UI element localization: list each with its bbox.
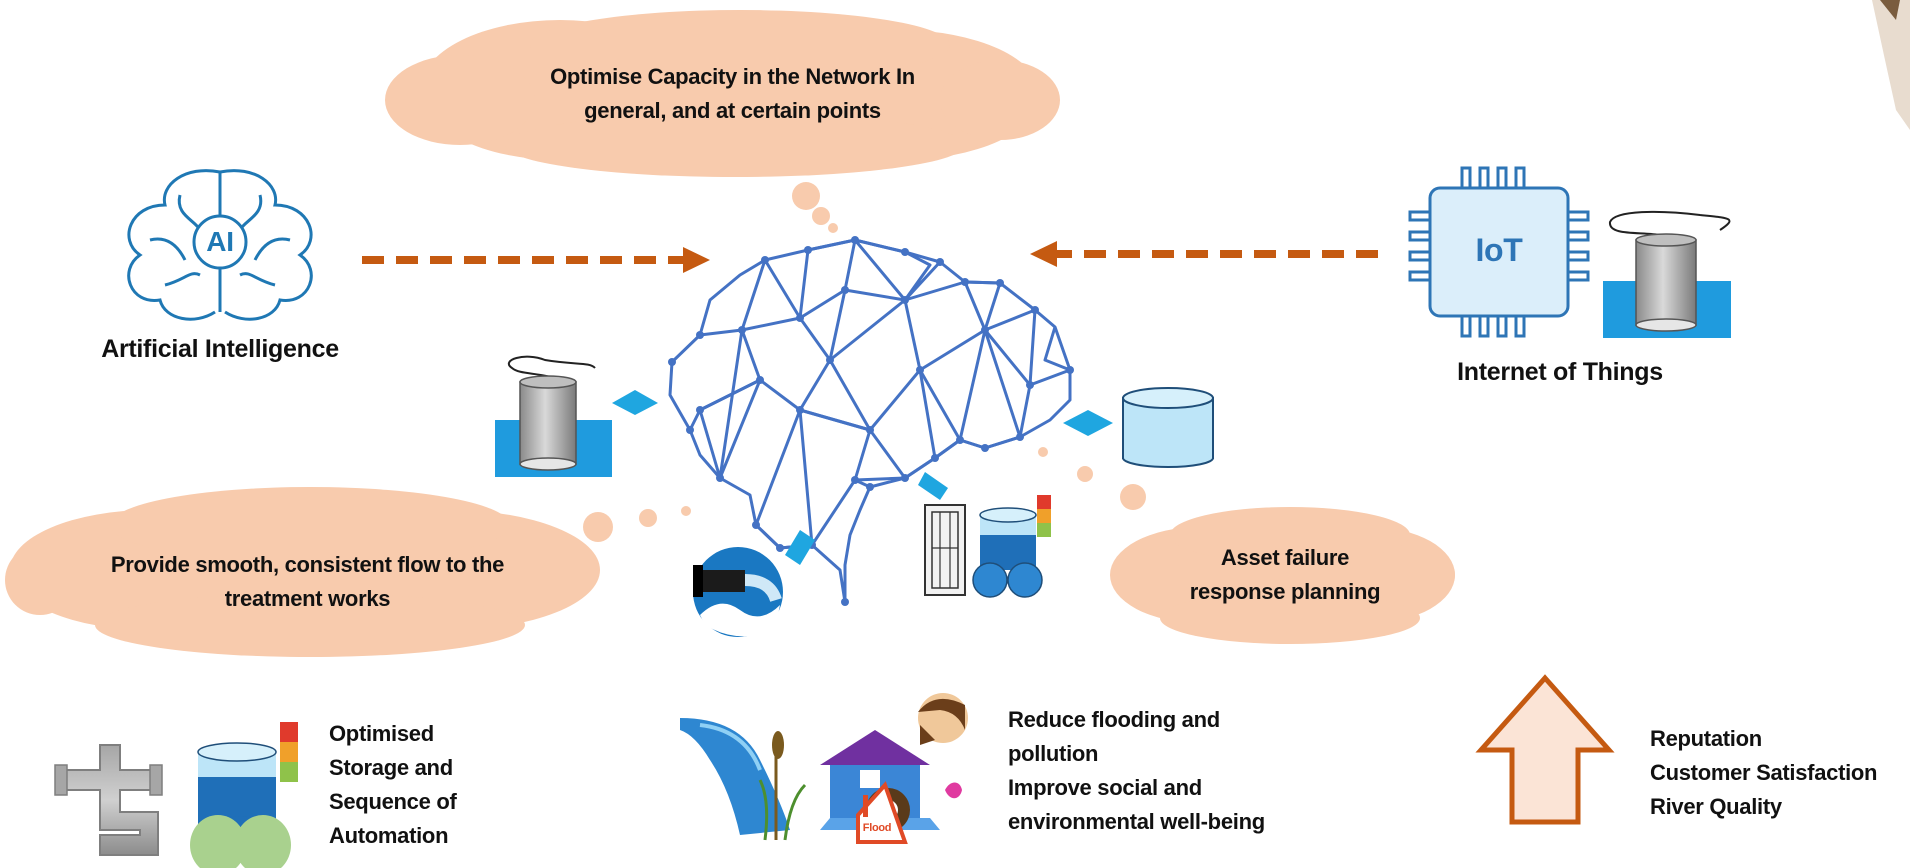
storage-line-1: Optimised — [329, 721, 434, 746]
storage-tank-level-icon — [190, 722, 298, 868]
arrow-iot-to-brain — [1030, 241, 1378, 267]
ai-brain-icon — [127, 169, 313, 321]
cloud-right — [1038, 447, 1455, 644]
iot-chip-text: IoT — [1475, 232, 1523, 268]
arrow-ai-to-brain — [362, 247, 710, 273]
iot-chip-icon — [1408, 166, 1590, 338]
reputation-line-1: Reputation — [1650, 726, 1762, 751]
cloud-top-line-2: general, and at certain points — [584, 98, 881, 123]
flood-scene-icon — [680, 693, 968, 844]
gate-tank-icon — [924, 495, 1051, 598]
flood-sign-text: Flood — [862, 822, 892, 834]
connector-diamonds — [612, 390, 1113, 565]
cloud-top — [385, 10, 1060, 233]
pipes-icon — [54, 744, 163, 856]
outfall-icon — [693, 547, 783, 637]
network-nodes — [668, 236, 1074, 606]
cloud-left-text: Provide smooth, consistent flow to the t… — [40, 548, 575, 616]
cloud-left — [5, 487, 691, 657]
flooding-line-2: pollution — [1008, 741, 1099, 766]
ai-label: Artificial Intelligence — [101, 335, 339, 363]
cloud-left-line-2: treatment works — [224, 586, 391, 611]
cloud-left-line-1: Provide smooth, consistent flow to the — [110, 552, 505, 577]
sensor-right-icon — [1603, 210, 1731, 338]
storage-line-4: Automation — [329, 823, 449, 848]
up-arrow-icon — [1475, 674, 1615, 825]
cloud-right-line-2: response planning — [1189, 579, 1381, 604]
cloud-right-line-1: Asset failure — [1220, 545, 1350, 570]
ai-icon-text: AI — [206, 226, 234, 257]
flooding-text: Reduce flooding and pollution Improve so… — [1008, 703, 1328, 839]
cloud-top-text: Optimise Capacity in the Network In gene… — [470, 60, 995, 128]
reputation-line-3: River Quality — [1650, 794, 1782, 819]
flooding-line-4: environmental well-being — [1008, 809, 1265, 834]
storage-text: Optimised Storage and Sequence of Automa… — [329, 717, 489, 853]
flooding-line-1: Reduce flooding and — [1008, 707, 1220, 732]
reputation-text: Reputation Customer Satisfaction River Q… — [1650, 722, 1900, 824]
reputation-line-2: Customer Satisfaction — [1650, 760, 1878, 785]
cloud-right-text: Asset failure response planning — [1135, 541, 1435, 609]
storage-line-3: Sequence of — [329, 789, 457, 814]
storage-line-2: Storage and — [329, 755, 453, 780]
storage-tank-icon — [1122, 387, 1214, 468]
flooding-line-3: Improve social and — [1008, 775, 1202, 800]
edge-photo-fragment — [1872, 0, 1910, 130]
cloud-top-line-1: Optimise Capacity in the Network In — [550, 64, 915, 89]
iot-label: Internet of Things — [1457, 358, 1663, 386]
sensor-left-icon — [495, 355, 612, 477]
